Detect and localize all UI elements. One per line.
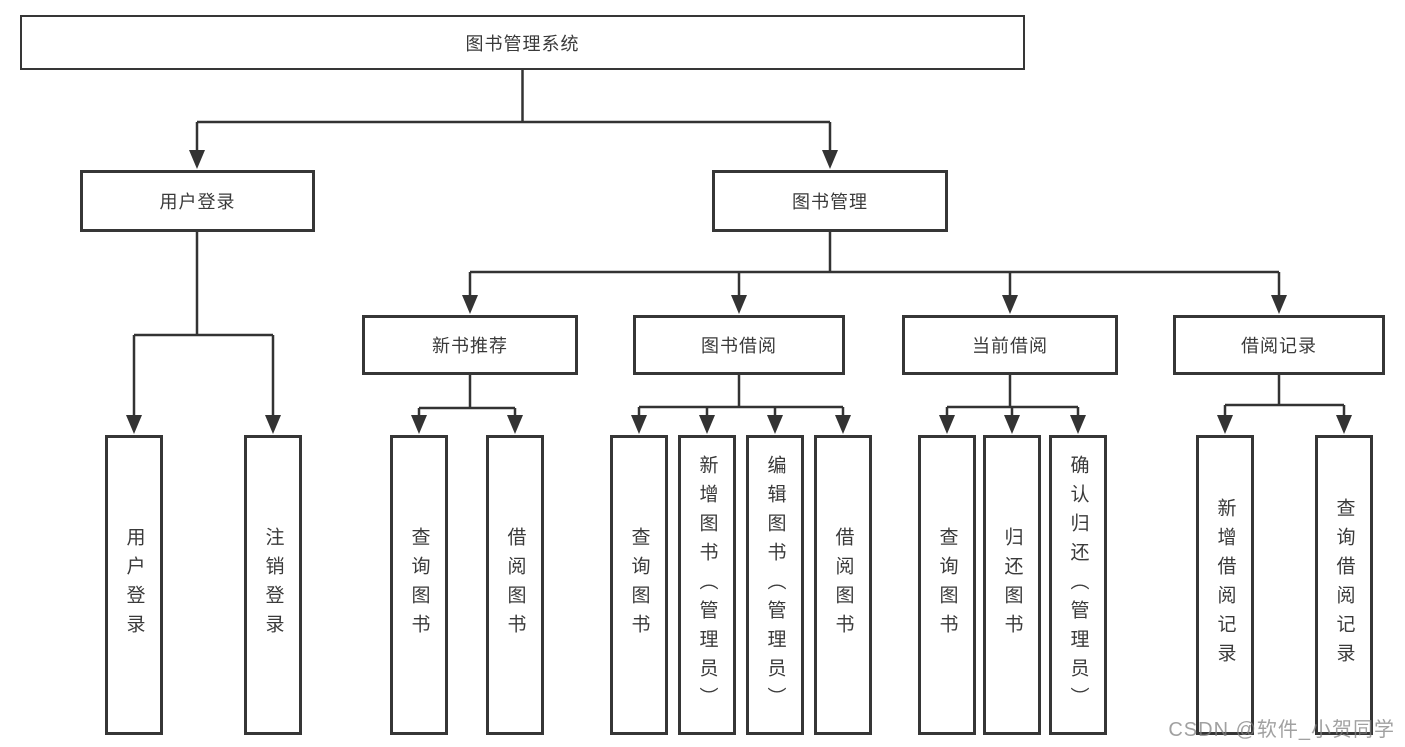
leaf-logout: 注销登录 (244, 435, 302, 735)
node-book-management: 图书管理 (712, 170, 948, 232)
leaf-add-books-admin: 新增图书（管理员） (678, 435, 736, 735)
leaf-user-login: 用户登录 (105, 435, 163, 735)
leaf-label: 查询图书 (628, 527, 650, 643)
leaf-label: 查询图书 (408, 527, 430, 643)
leaf-query-borrow-record: 查询借阅记录 (1315, 435, 1373, 735)
leaf-label: 查询图书 (936, 527, 958, 643)
csdn-watermark: CSDN @软件_小贺同学 (1168, 719, 1395, 741)
leaf-edit-books-admin: 编辑图书（管理员） (746, 435, 804, 735)
leaf-query-books-borrow: 查询图书 (610, 435, 668, 735)
leaf-label: 新增借阅记录 (1214, 498, 1236, 672)
node-label: 新书推荐 (432, 336, 508, 356)
leaf-query-books-recommend: 查询图书 (390, 435, 448, 735)
leaf-label: 确认归还（管理员） (1067, 454, 1089, 716)
node-label: 图书管理系统 (465, 33, 580, 54)
node-current-borrow: 当前借阅 (902, 315, 1118, 375)
leaf-confirm-return-admin: 确认归还（管理员） (1049, 435, 1107, 735)
node-label: 当前借阅 (972, 336, 1048, 356)
leaf-label: 新增图书（管理员） (696, 454, 718, 716)
leaf-borrow-books-recommend: 借阅图书 (486, 435, 544, 735)
leaf-query-books-current: 查询图书 (918, 435, 976, 735)
leaf-add-borrow-record: 新增借阅记录 (1196, 435, 1254, 735)
node-label: 用户登录 (159, 192, 236, 212)
leaf-borrow-books: 借阅图书 (814, 435, 872, 735)
arrowhead-icons (126, 150, 1352, 434)
leaf-label: 借阅图书 (504, 527, 526, 643)
node-borrow-records: 借阅记录 (1173, 315, 1385, 375)
node-root-library-system: 图书管理系统 (20, 15, 1025, 70)
leaf-label: 借阅图书 (832, 527, 854, 643)
node-user-login: 用户登录 (80, 170, 315, 232)
node-label: 图书管理 (792, 192, 868, 212)
leaf-label: 查询借阅记录 (1333, 498, 1355, 672)
node-label: 图书借阅 (701, 336, 777, 356)
leaf-label: 编辑图书（管理员） (764, 454, 786, 716)
node-book-borrow: 图书借阅 (633, 315, 845, 375)
leaf-label: 注销登录 (262, 527, 284, 643)
node-new-book-recommend: 新书推荐 (362, 315, 578, 375)
leaf-return-books: 归还图书 (983, 435, 1041, 735)
node-label: 借阅记录 (1241, 336, 1317, 356)
leaf-label: 用户登录 (123, 527, 145, 643)
leaf-label: 归还图书 (1001, 527, 1023, 643)
